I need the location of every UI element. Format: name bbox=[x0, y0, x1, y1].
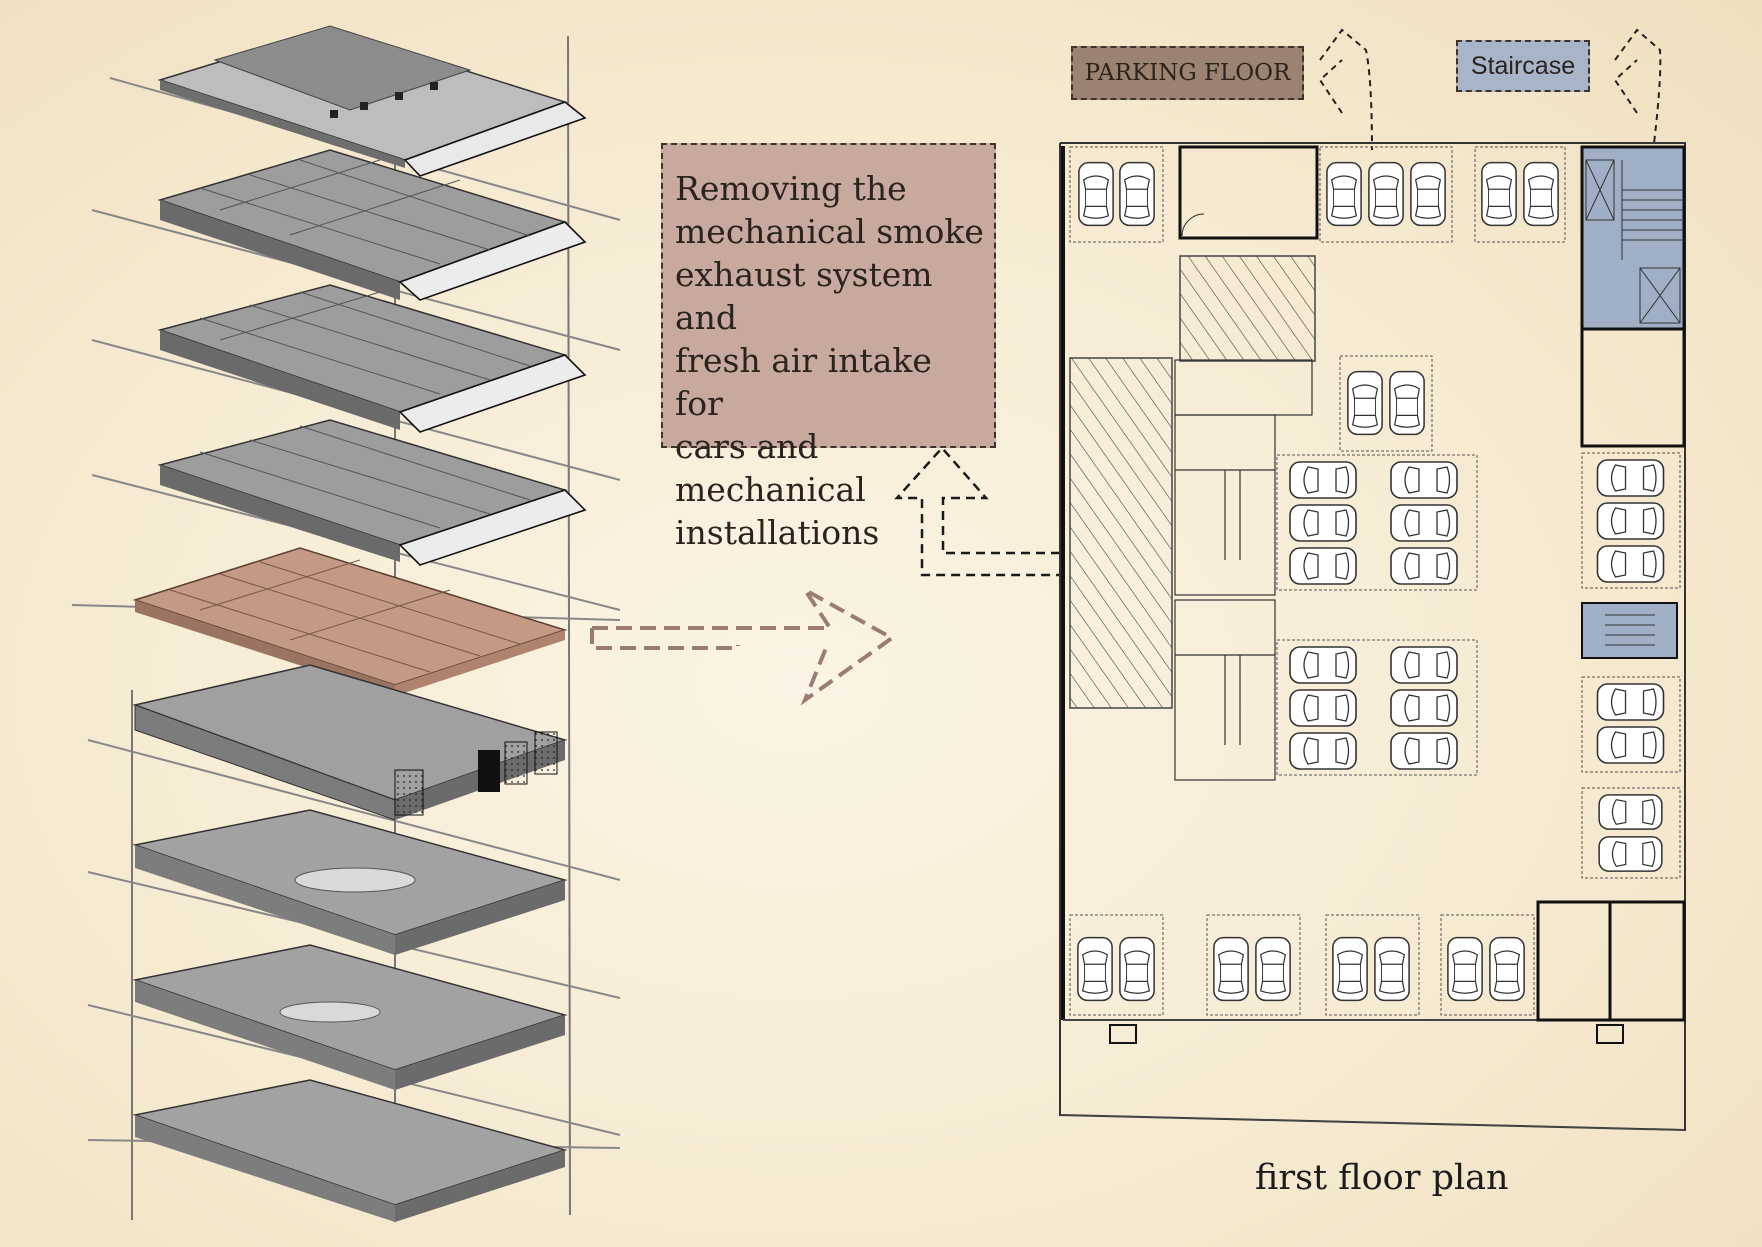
floor-level-6-ground bbox=[87, 664, 621, 881]
annotation-note: Removing the mechanical smoke exhaust sy… bbox=[661, 143, 996, 552]
car-icon bbox=[1347, 370, 1383, 436]
floor-level-3 bbox=[91, 284, 621, 481]
car-icon bbox=[1596, 683, 1665, 721]
plan-title: first floor plan bbox=[1255, 1158, 1509, 1198]
arrow-right-icon bbox=[590, 588, 896, 706]
car-icon bbox=[1446, 936, 1484, 1002]
car-icon bbox=[1368, 161, 1404, 227]
floor-level-5-highlighted bbox=[71, 547, 621, 696]
service-block bbox=[1174, 359, 1313, 781]
car-icon bbox=[1289, 547, 1357, 585]
car-icon bbox=[1331, 936, 1369, 1002]
floor-level-4 bbox=[91, 419, 621, 611]
car-icon bbox=[1373, 936, 1411, 1002]
floor-level-9-basement bbox=[87, 1079, 621, 1222]
car-icon bbox=[1119, 161, 1155, 227]
car-icon bbox=[1118, 936, 1156, 1002]
staircase-core-top bbox=[1580, 145, 1686, 331]
arrow-up-icon bbox=[894, 446, 1060, 577]
door-icon bbox=[1181, 213, 1205, 237]
car-icon bbox=[1390, 547, 1458, 585]
car-icon bbox=[1596, 459, 1665, 497]
staircase-label: Staircase bbox=[1456, 40, 1590, 92]
car-icon bbox=[1390, 689, 1458, 727]
car-icon bbox=[1076, 936, 1114, 1002]
arrow-up-icon bbox=[1318, 28, 1662, 161]
car-icon bbox=[1289, 689, 1357, 727]
car-icon bbox=[1598, 835, 1663, 873]
parking-stalls-horizontal bbox=[1276, 452, 1681, 879]
car-icon bbox=[1078, 161, 1114, 227]
car-icon bbox=[1390, 646, 1458, 684]
car-icon bbox=[1596, 726, 1665, 764]
car-icon bbox=[1390, 461, 1458, 499]
car-icon bbox=[1390, 732, 1458, 770]
floor-level-1 bbox=[109, 25, 621, 221]
car-icon bbox=[1596, 502, 1665, 540]
room-bottom-right-2 bbox=[1608, 900, 1686, 1022]
ramp-left bbox=[1069, 357, 1173, 709]
car-icon bbox=[1212, 936, 1250, 1002]
parking-floor-label: PARKING FLOOR bbox=[1071, 46, 1304, 100]
car-icon bbox=[1389, 370, 1425, 436]
car-icon bbox=[1523, 161, 1559, 227]
car-icon bbox=[1488, 936, 1526, 1002]
floor-level-8-basement bbox=[87, 944, 621, 1136]
car-icon bbox=[1326, 161, 1362, 227]
storage-room bbox=[1178, 145, 1319, 240]
car-icon bbox=[1289, 732, 1357, 770]
car-icon bbox=[1289, 461, 1357, 499]
floor-plan bbox=[1059, 142, 1686, 1132]
staircase-core-middle bbox=[1581, 602, 1678, 659]
car-icon bbox=[1254, 936, 1292, 1002]
car-icon bbox=[1598, 793, 1663, 831]
parking-stalls bbox=[1069, 146, 1566, 1016]
room-right bbox=[1580, 327, 1686, 448]
car-icon bbox=[1289, 646, 1357, 684]
axonometric-stack bbox=[71, 25, 621, 1222]
floor-level-7-basement bbox=[87, 809, 621, 999]
car-icon bbox=[1390, 504, 1458, 542]
car-icon bbox=[1289, 504, 1357, 542]
car-icon bbox=[1596, 545, 1665, 583]
floor-level-2 bbox=[91, 149, 621, 351]
car-icon bbox=[1410, 161, 1446, 227]
room-bottom-right-1 bbox=[1536, 900, 1612, 1022]
car-icon bbox=[1481, 161, 1517, 227]
ramp-top bbox=[1179, 255, 1316, 362]
